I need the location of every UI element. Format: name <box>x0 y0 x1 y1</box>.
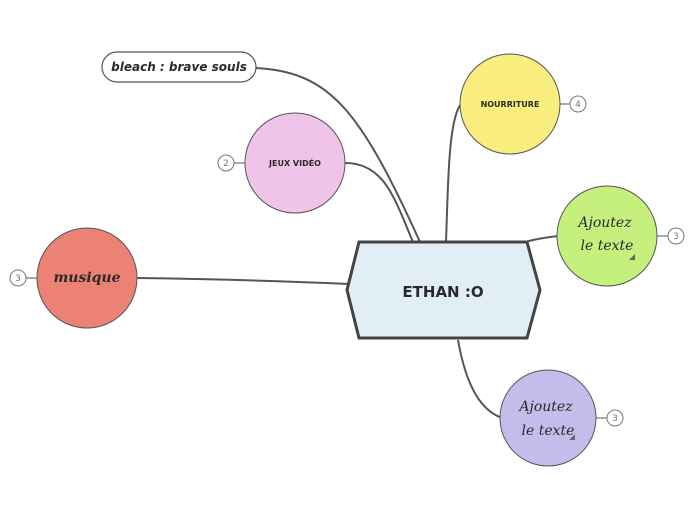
topic-musique[interactable]: musique 3 <box>9 227 138 329</box>
collapse-badge-musique[interactable] <box>9 269 27 287</box>
topic-ajoutez-purple-label-line1: Ajoutez <box>517 399 573 415</box>
collapse-badge-jeux-count: 2 <box>223 159 229 169</box>
collapse-badge-musique-count: 3 <box>15 274 21 284</box>
connector-ajoutez2 <box>457 339 503 419</box>
topic-ajoutez-purple-shape <box>499 369 597 467</box>
central-topic[interactable]: ETHAN :O <box>345 240 542 340</box>
topic-ajoutez-green-label-line1: Ajoutez <box>576 215 632 231</box>
collapse-badge-ajoutez-purple-count: 3 <box>612 414 618 424</box>
collapse-badge-nourriture-count: 4 <box>575 100 581 110</box>
topic-musique-label: musique <box>53 270 120 286</box>
topic-bleach[interactable]: bleach : brave souls <box>101 51 257 83</box>
connector-jeux <box>344 162 414 243</box>
topic-ajoutez-green-label-line2: le texte <box>581 238 634 254</box>
connector-ajoutez1 <box>524 235 559 243</box>
topic-ajoutez-purple[interactable]: Ajoutez le texte 3 <box>499 369 624 467</box>
central-topic-label: ETHAN :O <box>402 283 483 301</box>
topic-ajoutez-green-shape <box>556 185 658 287</box>
collapse-badge-jeux[interactable] <box>217 154 235 172</box>
collapse-badge-ajoutez-purple[interactable] <box>606 409 624 427</box>
connector-bleach <box>255 67 421 243</box>
topic-nourriture-label: NOURRITURE <box>481 100 540 109</box>
topic-ajoutez-green[interactable]: Ajoutez le texte 3 <box>556 185 685 287</box>
topic-jeux-video[interactable]: JEUX VIDÉO 2 <box>217 112 346 214</box>
topic-nourriture[interactable]: NOURRITURE 4 <box>459 53 587 155</box>
connectors <box>135 67 559 419</box>
collapse-badge-ajoutez-green-count: 3 <box>673 232 679 242</box>
topic-bleach-shape <box>101 51 257 83</box>
resize-handle-icon[interactable] <box>629 254 635 260</box>
connector-nourriture <box>445 103 462 243</box>
collapse-badge-ajoutez-green[interactable] <box>667 227 685 245</box>
topic-bleach-label: bleach : brave souls <box>111 60 247 74</box>
central-topic-shape <box>345 240 542 340</box>
resize-handle-icon[interactable] <box>569 434 575 440</box>
topic-ajoutez-purple-label-line2: le texte <box>522 423 575 439</box>
topic-jeux-video-label: JEUX VIDÉO <box>268 157 321 168</box>
connector-musique <box>135 277 351 285</box>
collapse-badge-nourriture[interactable] <box>569 95 587 113</box>
